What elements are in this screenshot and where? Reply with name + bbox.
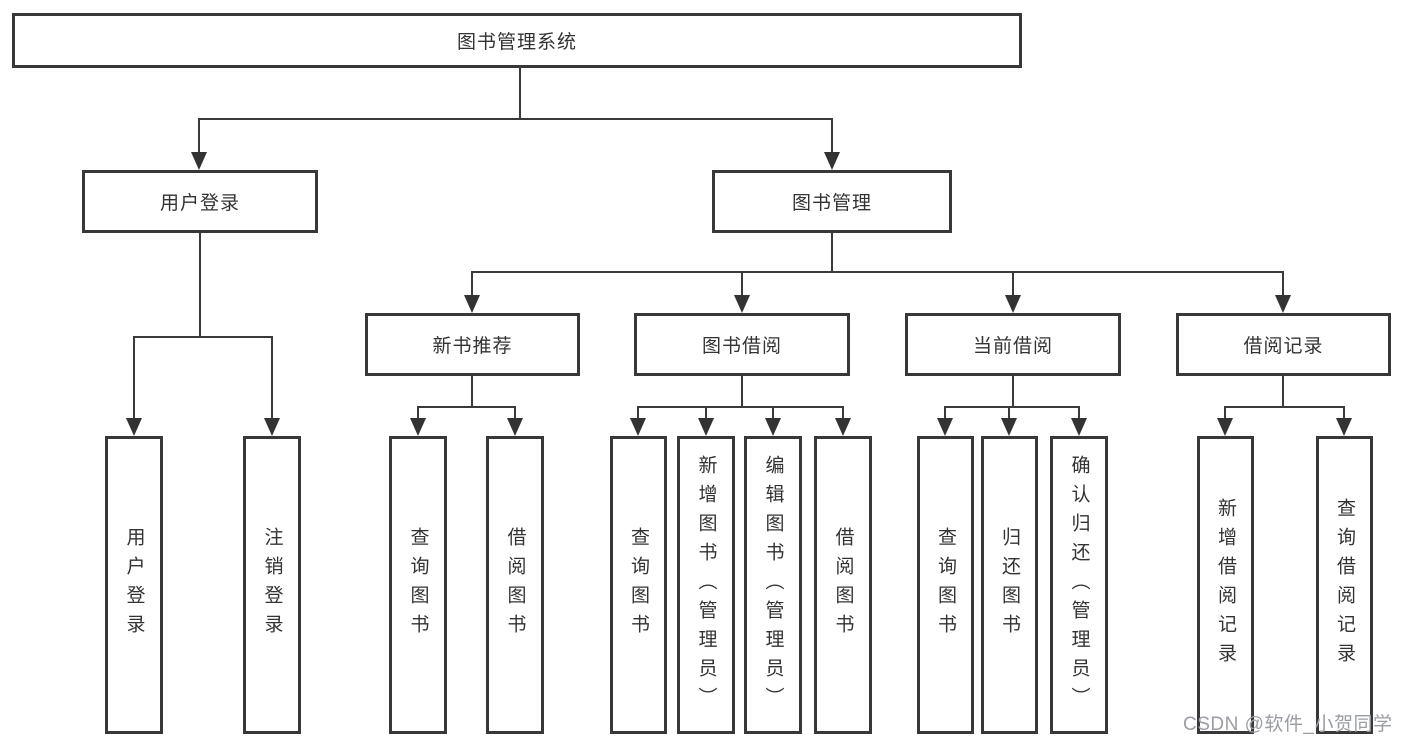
arrow-down-icon [464,295,480,313]
node-root-label: 图书管理系统 [456,32,577,53]
node-borrow-records-label: 借阅记录 [1243,336,1324,357]
node-borrow-records: 借阅记录 [1176,313,1391,376]
connector-leaf-stub [772,406,774,422]
leaf-new-book-borrow: 借阅图书 [486,436,544,734]
leaf-records-add-label: 新增借阅记录 [1215,498,1236,672]
leaf-current-return-label: 归还图书 [999,527,1020,643]
leaf-records-query: 查询借阅记录 [1316,436,1373,734]
arrow-down-icon [1005,295,1021,313]
node-book-mgmt: 图书管理 [712,170,952,233]
arrow-down-icon [835,418,851,436]
leaf-records-query-label: 查询借阅记录 [1334,498,1355,672]
connector-book-mgmt-hline [471,271,1284,273]
csdn-watermark: CSDN @软件_小贺同学 [1183,714,1393,735]
connector-new-book-hline [417,406,516,408]
leaf-current-query: 查询图书 [917,436,974,734]
arrow-down-icon [1071,418,1087,436]
leaf-new-book-borrow-label: 借阅图书 [504,527,526,643]
node-root: 图书管理系统 [12,13,1022,68]
connector-current-borrow-vline [1012,374,1014,408]
connector-user-login-vline [199,231,201,337]
arrow-down-icon [264,418,280,436]
connector-leaf-stub [271,336,273,422]
arrow-down-icon [1217,418,1233,436]
node-user-login-label: 用户登录 [159,193,240,214]
node-book-mgmt-label: 图书管理 [791,193,872,214]
arrow-down-icon [1336,418,1352,436]
leaf-borrow-borrow-label: 借阅图书 [832,527,854,643]
connector-borrow-records-hline [1224,406,1345,408]
leaf-new-book-query: 查询图书 [389,436,447,734]
connector-leaf-stub [1008,406,1010,422]
arrow-down-icon [507,418,523,436]
arrow-down-icon [698,418,714,436]
arrow-down-icon [765,418,781,436]
connector-root-vline [519,66,521,119]
node-user-login: 用户登录 [82,170,318,233]
connector-user-login-stub [198,118,200,156]
connector-book-borrow-vline [741,374,743,408]
connector-leaf-stub [133,336,135,422]
leaf-borrow-add: 新增图书（管理员） [677,436,735,734]
leaf-borrow-query: 查询图书 [610,436,667,734]
connector-level3-stub [1282,271,1284,299]
leaf-borrow-add-label: 新增图书（管理员） [695,454,717,716]
node-new-book: 新书推荐 [365,313,580,376]
connector-leaf-stub [1343,406,1345,422]
connector-borrow-records-vline [1282,374,1284,408]
arrow-down-icon [734,295,750,313]
node-new-book-label: 新书推荐 [432,336,513,357]
connector-level3-stub [741,271,743,299]
arrow-down-icon [1275,295,1291,313]
leaf-borrow-borrow: 借阅图书 [814,436,872,734]
leaf-logout: 注销登录 [243,436,301,734]
leaf-borrow-edit: 编辑图书（管理员） [744,436,802,734]
leaf-user-login-label: 用户登录 [123,527,145,643]
node-current-borrow-label: 当前借阅 [972,336,1053,357]
node-book-borrow-label: 图书借阅 [701,336,782,357]
connector-user-login-hline [133,336,273,338]
connector-book-mgmt-stub [831,118,833,156]
connector-leaf-stub [705,406,707,422]
leaf-current-confirm: 确认归还（管理员） [1050,436,1108,734]
connector-leaf-stub [842,406,844,422]
leaf-current-confirm-label: 确认归还（管理员） [1068,454,1090,716]
arrow-down-icon [191,152,207,170]
connector-leaf-stub [1224,406,1226,422]
arrow-down-icon [937,418,953,436]
connector-level3-stub [1012,271,1014,299]
connector-leaf-stub [1078,406,1080,422]
leaf-borrow-query-label: 查询图书 [628,527,649,643]
arrow-down-icon [410,418,426,436]
connector-level3-stub [471,271,473,299]
connector-root-hline [198,118,833,120]
connector-new-book-vline [471,374,473,408]
leaf-records-add: 新增借阅记录 [1197,436,1254,734]
arrow-down-icon [126,418,142,436]
leaf-current-return: 归还图书 [981,436,1038,734]
leaf-logout-label: 注销登录 [261,527,283,643]
arrow-down-icon [824,152,840,170]
arrow-down-icon [1001,418,1017,436]
connector-leaf-stub [944,406,946,422]
leaf-borrow-edit-label: 编辑图书（管理员） [762,454,784,716]
node-current-borrow: 当前借阅 [905,313,1121,376]
leaf-user-login: 用户登录 [105,436,163,734]
leaf-current-query-label: 查询图书 [935,527,956,643]
leaf-new-book-query-label: 查询图书 [407,527,429,643]
node-book-borrow: 图书借阅 [634,313,850,376]
connector-leaf-stub [514,406,516,422]
arrow-down-icon [630,418,646,436]
connector-leaf-stub [637,406,639,422]
connector-leaf-stub [417,406,419,422]
connector-current-borrow-hline [944,406,1080,408]
connector-book-borrow-hline [637,406,844,408]
connector-book-mgmt-vline [831,231,833,273]
